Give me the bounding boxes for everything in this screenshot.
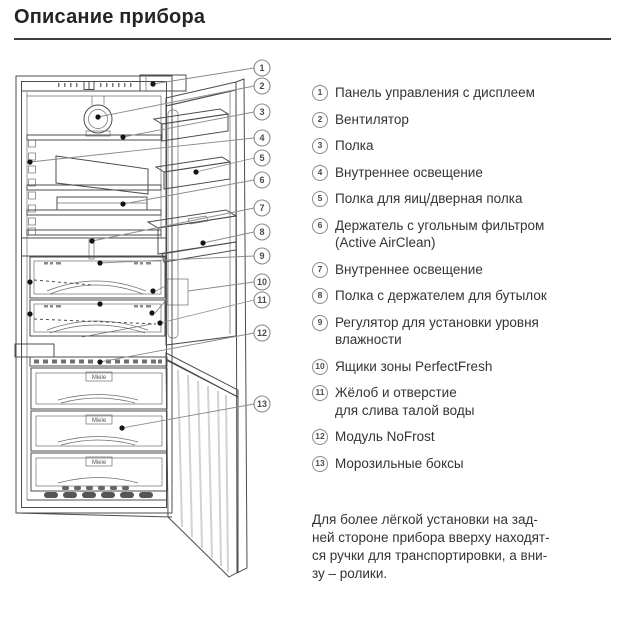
legend-item: 7 Внутреннее освещение bbox=[312, 261, 618, 279]
legend-item-label: Морозильные боксы bbox=[335, 455, 464, 471]
callout-12: 12 bbox=[253, 324, 271, 342]
freezer-drawer-1: Miele bbox=[30, 367, 168, 410]
reference-dots bbox=[27, 81, 206, 431]
legend-item-label: Полка для яиц/дверная полка bbox=[335, 191, 523, 206]
brand-logo: Miele bbox=[92, 460, 107, 466]
legend-item-label: Полка с держателем для бутылок bbox=[335, 288, 547, 303]
legend-item-label: Модуль NoFrost bbox=[335, 429, 435, 444]
fridge-diagram: Miele Miele Miele bbox=[14, 59, 271, 578]
legend-item-label: Держатель с угольным фильтром (Active Ai… bbox=[335, 217, 545, 251]
divider-band bbox=[22, 237, 166, 260]
legend-item-label: Ящики зоны PerfectFresh bbox=[335, 358, 493, 374]
shelf-rail bbox=[28, 139, 36, 236]
legend-number-badge: 10 bbox=[312, 358, 328, 375]
svg-text:5: 5 bbox=[259, 153, 264, 163]
svg-text:2: 2 bbox=[259, 81, 264, 91]
page-title: Описание прибора bbox=[14, 6, 206, 28]
legend-item: 8 Полка с держателем для бутылок bbox=[312, 287, 618, 305]
perfectfresh-drawer-2 bbox=[29, 299, 166, 338]
legend-item-label: Панель управления с дисплеем bbox=[335, 85, 535, 100]
legend-number-badge: 12 bbox=[312, 429, 328, 445]
legend-list: 1 Панель управления с дисплеем 2 Вентилято… bbox=[312, 84, 618, 481]
carbon-filter-holder bbox=[56, 196, 148, 211]
nofrost-strip bbox=[29, 356, 168, 367]
legend-item: 2 Вентилятор bbox=[312, 111, 618, 129]
svg-text:11: 11 bbox=[257, 295, 267, 305]
callout-5: 5 bbox=[253, 149, 271, 167]
legend-number-badge: 4 bbox=[312, 164, 328, 181]
callout-13: 13 bbox=[253, 395, 271, 413]
callout-1: 1 bbox=[253, 59, 271, 77]
door-bin-top bbox=[152, 108, 230, 142]
legend-number-badge: 11 bbox=[312, 385, 328, 401]
legend-item: 5 Полка для яиц/дверная полка bbox=[312, 190, 618, 208]
callout-7: 7 bbox=[253, 199, 271, 217]
svg-text:8: 8 bbox=[259, 227, 264, 237]
light-panel bbox=[55, 155, 149, 195]
svg-text:1: 1 bbox=[259, 63, 264, 73]
svg-text:3: 3 bbox=[259, 107, 264, 117]
callout-4: 4 bbox=[253, 129, 271, 147]
legend-item: 11 Жёлоб и отверстие для слива талой воды bbox=[312, 384, 618, 419]
legend-number-badge: 5 bbox=[312, 191, 328, 207]
title-divider bbox=[14, 38, 611, 40]
legend-item: 6 Держатель с угольным фильтром (Active A… bbox=[312, 217, 618, 252]
callout-2: 2 bbox=[253, 77, 271, 95]
callouts: 1 2 3 4 5 6 7 8 9 10 11 12 13 bbox=[253, 59, 271, 413]
legend-item-label: Внутреннее освещение bbox=[335, 164, 483, 180]
svg-text:7: 7 bbox=[259, 203, 264, 213]
door-bin-bottle bbox=[146, 209, 238, 263]
svg-text:9: 9 bbox=[259, 251, 264, 261]
callout-11: 11 bbox=[253, 291, 271, 309]
fridge-door bbox=[165, 78, 248, 574]
callout-10: 10 bbox=[253, 273, 271, 291]
legend-item: 10 Ящики зоны PerfectFresh bbox=[312, 358, 618, 376]
brand-logo: Miele bbox=[92, 375, 107, 381]
legend-number-badge: 13 bbox=[312, 455, 328, 472]
freezer-door bbox=[165, 352, 239, 578]
legend-item: 1 Панель управления с дисплеем bbox=[312, 84, 618, 102]
legend-number-badge: 3 bbox=[312, 138, 328, 154]
brand-logo: Miele bbox=[92, 418, 107, 424]
callout-8: 8 bbox=[253, 223, 271, 241]
legend-item: 3 Полка bbox=[312, 137, 618, 155]
leader-lines bbox=[29, 67, 255, 429]
svg-text:13: 13 bbox=[257, 399, 267, 409]
legend-item: 12 Модуль NoFrost bbox=[312, 428, 618, 446]
freezer-drawer-3: Miele bbox=[27, 452, 168, 501]
perfectfresh-drawer-1 bbox=[29, 256, 166, 299]
legend-item-label: Вентилятор bbox=[335, 111, 409, 127]
legend-item: 13 Морозильные боксы bbox=[312, 455, 618, 473]
svg-text:4: 4 bbox=[259, 133, 264, 143]
legend-number-badge: 6 bbox=[312, 217, 328, 234]
legend-number-badge: 8 bbox=[312, 288, 328, 304]
legend-item-label: Внутреннее освещение bbox=[335, 261, 483, 277]
svg-text:12: 12 bbox=[257, 328, 267, 338]
svg-text:6: 6 bbox=[259, 175, 264, 185]
drawer-bracket bbox=[154, 278, 189, 314]
hinge-plate bbox=[14, 343, 55, 358]
freezer-drawer-2: Miele bbox=[30, 410, 168, 452]
callout-9: 9 bbox=[253, 247, 271, 265]
svg-text:10: 10 bbox=[257, 277, 267, 287]
callout-3: 3 bbox=[253, 103, 271, 121]
legend-item: 4 Внутреннее освещение bbox=[312, 164, 618, 182]
control-panel bbox=[58, 74, 187, 92]
callout-6: 6 bbox=[253, 171, 271, 189]
legend-item-label: Жёлоб и отверстие для слива талой воды bbox=[335, 385, 475, 418]
fan bbox=[83, 96, 113, 137]
door-bin-egg bbox=[154, 156, 232, 190]
transport-note: Для более лёгкой установки на зад- ней с… bbox=[312, 512, 550, 581]
legend-item-label: Регулятор для установки уровня влажности bbox=[335, 314, 539, 348]
legend-item-label: Полка bbox=[335, 138, 374, 153]
legend-number-badge: 2 bbox=[312, 111, 328, 128]
legend-number-badge: 7 bbox=[312, 261, 328, 278]
legend-item: 9 Регулятор для установки уровня влажност… bbox=[312, 314, 618, 349]
legend-number-badge: 9 bbox=[312, 314, 328, 331]
legend-number-badge: 1 bbox=[312, 85, 328, 101]
